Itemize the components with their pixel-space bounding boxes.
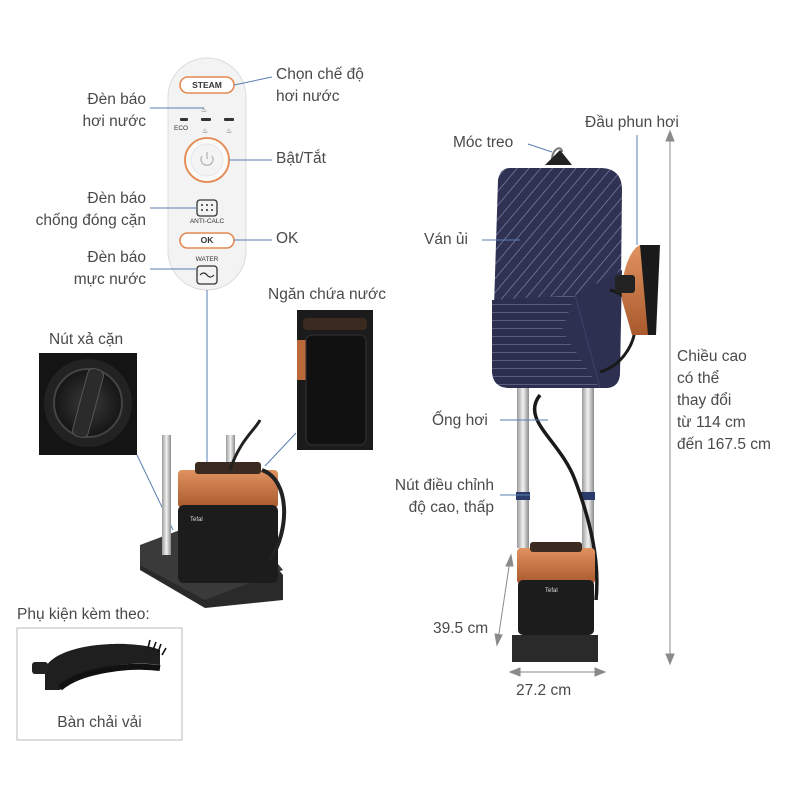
anticalc-icon: [196, 199, 218, 217]
label-ok: OK: [276, 230, 299, 247]
dimension-lines: [494, 129, 675, 677]
turbo-indicator-light: [224, 118, 234, 121]
label-height-adjust-line2: độ cao, thấp: [408, 499, 494, 516]
label-height-range-line5: đến 167.5 cm: [677, 436, 771, 453]
leader-lines-left: [136, 76, 297, 531]
label-power: Bật/Tắt: [276, 150, 326, 167]
water-label: WATER: [195, 256, 219, 263]
accessory-box: [16, 627, 183, 741]
water-tank-closeup: [297, 310, 373, 450]
label-height-range: Chiều cao có thể thay đổi từ 114 cm đến …: [677, 346, 771, 456]
label-anticalc-indicator: Đèn báo chống đóng cặn: [36, 188, 146, 232]
eco-label: ECO: [174, 125, 189, 132]
ok-button-label[interactable]: OK: [200, 235, 214, 245]
label-height-adjust-line1: Nút điều chỉnh: [394, 477, 494, 494]
label-steam-indicator-line1: Đèn báo: [87, 91, 146, 108]
label-descale-knob: Nút xả cặn: [49, 331, 124, 348]
brand-logo-right: Tefal: [545, 588, 558, 594]
label-height-range-line2: có thể: [677, 370, 720, 387]
label-height-range-line4: từ 114 cm: [677, 414, 746, 431]
anticalc-label: ANTI-CALC: [189, 218, 225, 225]
leader-lines-right: [482, 135, 638, 496]
label-steam-head: Đầu phun hơi: [585, 114, 679, 131]
label-steam-select: Chọn chế độ hơi nước: [276, 64, 364, 108]
label-board: Ván ủi: [424, 231, 468, 248]
label-water-indicator: Đèn báo mực nước: [74, 247, 146, 291]
steam-icon: ♨: [201, 106, 207, 114]
label-steam-indicator-line2: hơi nước: [82, 113, 146, 130]
label-water-line2: mực nước: [73, 271, 146, 288]
water-level-icon: [196, 265, 218, 285]
label-height-range-line3: thay đổi: [677, 392, 732, 409]
steam-max-icon: ♨: [226, 127, 232, 135]
right-steamer: Tefal: [492, 147, 660, 662]
left-steamer-base: Tefal: [140, 419, 287, 608]
label-steam-indicator: Đèn báo hơi nước: [83, 89, 146, 133]
label-steam-select-line1: Chọn chế độ: [276, 66, 364, 83]
eco-indicator-light: [180, 118, 188, 121]
power-icon: [200, 152, 214, 166]
label-hose: Ống hơi: [432, 412, 488, 429]
label-base-height: 39.5 cm: [433, 620, 489, 637]
steam-button-label[interactable]: STEAM: [192, 80, 222, 90]
steam-indicator-light: [201, 118, 211, 121]
label-anticalc-line2: chống đóng cặn: [35, 212, 146, 229]
label-water-tank: Ngăn chứa nước: [268, 286, 386, 303]
label-base-width: 27.2 cm: [516, 682, 572, 699]
label-anticalc-line1: Đèn báo: [87, 190, 146, 207]
label-height-range-line1: Chiều cao: [677, 348, 747, 365]
label-water-line1: Đèn báo: [87, 249, 146, 266]
label-hook: Móc treo: [453, 134, 514, 151]
hanger-hook-icon: [551, 147, 563, 161]
label-height-adjust: Nút điều chỉnh độ cao, thấp: [395, 475, 494, 519]
descale-knob-closeup: [39, 353, 137, 455]
control-panel: ♨ ♨ ♨: [167, 57, 247, 291]
label-steam-select-line2: hơi nước: [276, 88, 340, 105]
steam-level-icon: ♨: [202, 127, 208, 135]
brand-logo-left: Tefal: [190, 517, 203, 523]
label-brush: Bàn chải vải: [57, 714, 142, 731]
label-accessories-title: Phụ kiện kèm theo:: [17, 606, 150, 623]
